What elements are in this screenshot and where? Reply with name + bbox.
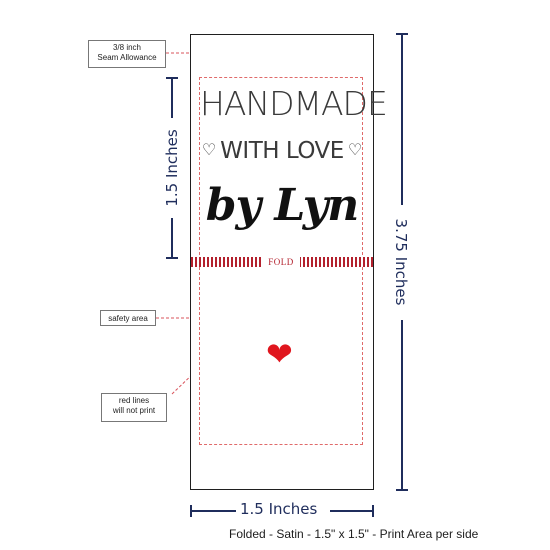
safety-area-note: safety area [100, 310, 156, 326]
artwork-with-love-text: WITH LOVE [220, 138, 344, 164]
artwork-handmade-text: HANDMADE [200, 84, 388, 123]
seam-allowance-unit: inch [126, 43, 142, 52]
red-lines-note: red lines will not print [101, 393, 167, 422]
outline-heart-icon: ♡ [347, 142, 363, 159]
seam-allowance-line1: 3/8 inch [92, 43, 162, 53]
caption: Folded - Satin - 1.5" x 1.5" - Print Are… [229, 527, 479, 541]
seam-allowance-note: 3/8 inch Seam Allowance [88, 40, 166, 68]
red-lines-leader [171, 369, 198, 395]
bottom-dimension-label: 1.5 Inches [240, 500, 318, 518]
red-heart-icon: ❤ [266, 336, 293, 372]
red-lines-line2: will not print [112, 406, 156, 415]
safety-area-text: safety area [108, 314, 148, 323]
left-dimension-label: 1.5 Inches [163, 129, 181, 207]
seam-allowance-fraction: 3/8 [112, 43, 125, 52]
outline-heart-icon: ♡ [201, 142, 217, 159]
red-lines-line1: red lines [118, 396, 150, 405]
artwork-byline-text: by Lyn [205, 180, 360, 231]
fold-label: FOLD [262, 256, 300, 268]
right-dimension-label: 3.75 Inches [392, 218, 410, 306]
seam-allowance-line2: Seam Allowance [97, 53, 157, 62]
artwork-with-love-row: ♡ WITH LOVE ♡ [200, 136, 364, 166]
